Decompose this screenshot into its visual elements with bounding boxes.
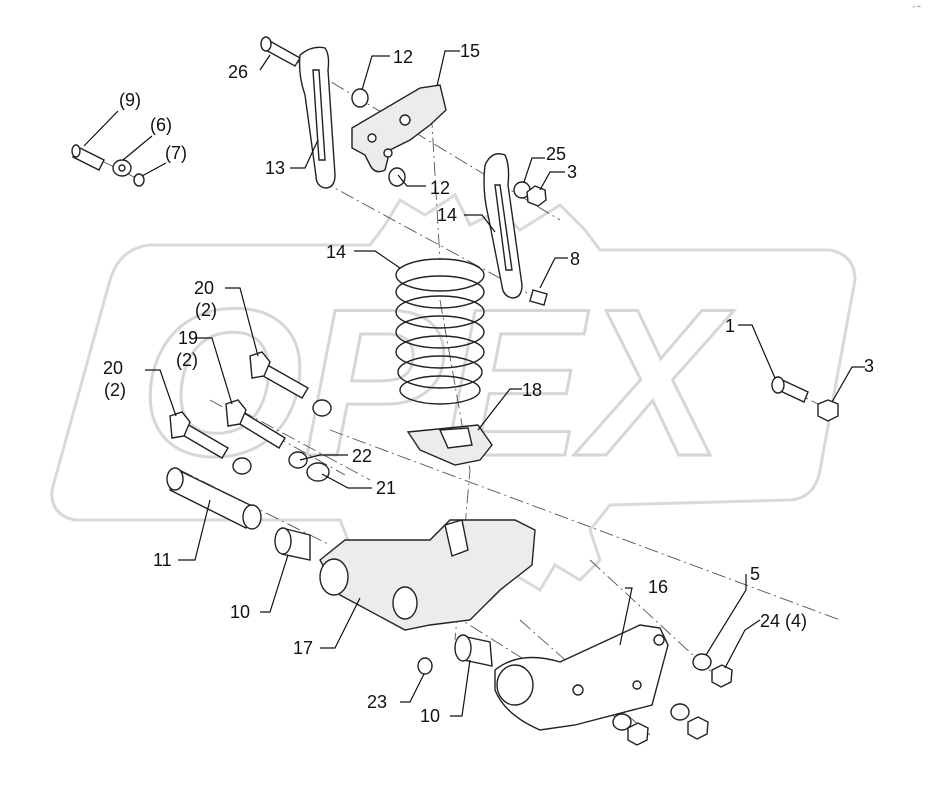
part-nut-24-a <box>711 664 733 688</box>
part-plate-16 <box>494 624 669 731</box>
part-lockwasher-7 <box>133 173 145 187</box>
callout-16: 16 <box>648 577 668 597</box>
callout-9: (9) <box>119 90 141 110</box>
part-bushing-12-lower <box>388 167 406 187</box>
part-nut-24-c <box>687 716 709 740</box>
callout-11: 11 <box>153 550 172 570</box>
callout-20-upper-qty: (2) <box>195 300 217 320</box>
callout-22: 22 <box>352 446 372 466</box>
callout-12-upper: 12 <box>393 47 413 67</box>
part-bushing-12-upper <box>351 88 369 108</box>
part-pin-8 <box>529 289 548 306</box>
callout-3-right: 3 <box>864 356 874 376</box>
callout-10-right: 10 <box>420 706 440 726</box>
callout-10-left: 10 <box>230 602 250 622</box>
callout-15: 15 <box>460 41 480 61</box>
part-nut-3-upper <box>526 185 547 207</box>
callout-20-lower: 20 <box>103 358 123 378</box>
part-nut-24-b <box>627 722 649 746</box>
part-spring-13 <box>395 258 485 405</box>
callout-3-upper: 3 <box>567 162 577 182</box>
callout-1: 1 <box>725 316 735 336</box>
opex-watermark: OPEX <box>50 192 857 603</box>
part-spring-seat-18 <box>406 424 493 466</box>
callout-13: 14 <box>326 242 346 262</box>
callout-23: 23 <box>367 692 387 712</box>
callout-12-lower: 12 <box>430 178 450 198</box>
callout-19: 19 <box>178 328 198 348</box>
callout-20-upper: 20 <box>194 278 214 298</box>
part-washer-22 <box>288 451 308 469</box>
part-pin-23 <box>417 657 433 675</box>
watermark-text: OPEX <box>140 265 734 500</box>
part-washer-5-upper <box>692 653 712 671</box>
part-bolt-26 <box>260 36 301 67</box>
part-bolt-9 <box>71 144 105 171</box>
callout-17: 17 <box>293 638 313 658</box>
part-washer-5-lower <box>612 713 632 731</box>
callout-14-lower: 14 <box>437 205 457 225</box>
callout-21: 21 <box>376 478 396 498</box>
callout-25: 25 <box>546 144 566 164</box>
part-bracket-15 <box>351 84 447 173</box>
part-bolt-20-lower <box>169 411 229 459</box>
part-bolt-1 <box>771 376 809 403</box>
callout-7: (7) <box>165 143 187 163</box>
callout-5: 5 <box>750 564 760 584</box>
part-bushing-10-right <box>454 634 493 667</box>
callout-19-qty: (2) <box>176 350 198 370</box>
callout-6: (6) <box>150 115 172 135</box>
part-sleeve-11 <box>166 467 262 530</box>
corner-mark: ⸙ ▪▪ <box>912 4 921 10</box>
callout-24: 24 (4) <box>760 611 807 631</box>
part-nut-3-right <box>817 399 839 422</box>
leader-lines <box>83 50 865 717</box>
part-washer-20-lower <box>232 457 252 475</box>
part-bushing-10-left <box>274 527 311 561</box>
part-arm-17 <box>319 519 536 631</box>
callout-labels: (9) (6) (7) 26 12 15 13 12 14 25 3 14 8 … <box>103 41 874 726</box>
callout-18: 18 <box>522 380 542 400</box>
callout-26: 26 <box>228 62 248 82</box>
part-washer-21 <box>306 462 330 482</box>
callout-8: 8 <box>570 249 580 269</box>
part-bolt-20-upper <box>249 351 309 399</box>
part-bolt-19 <box>225 399 286 449</box>
callout-20-lower-qty: (2) <box>104 380 126 400</box>
watermark-gear-outline <box>50 192 857 603</box>
callout-14-upper: 13 <box>265 158 285 178</box>
part-washer-5-right <box>670 703 690 721</box>
part-washer-20-upper <box>312 399 332 417</box>
